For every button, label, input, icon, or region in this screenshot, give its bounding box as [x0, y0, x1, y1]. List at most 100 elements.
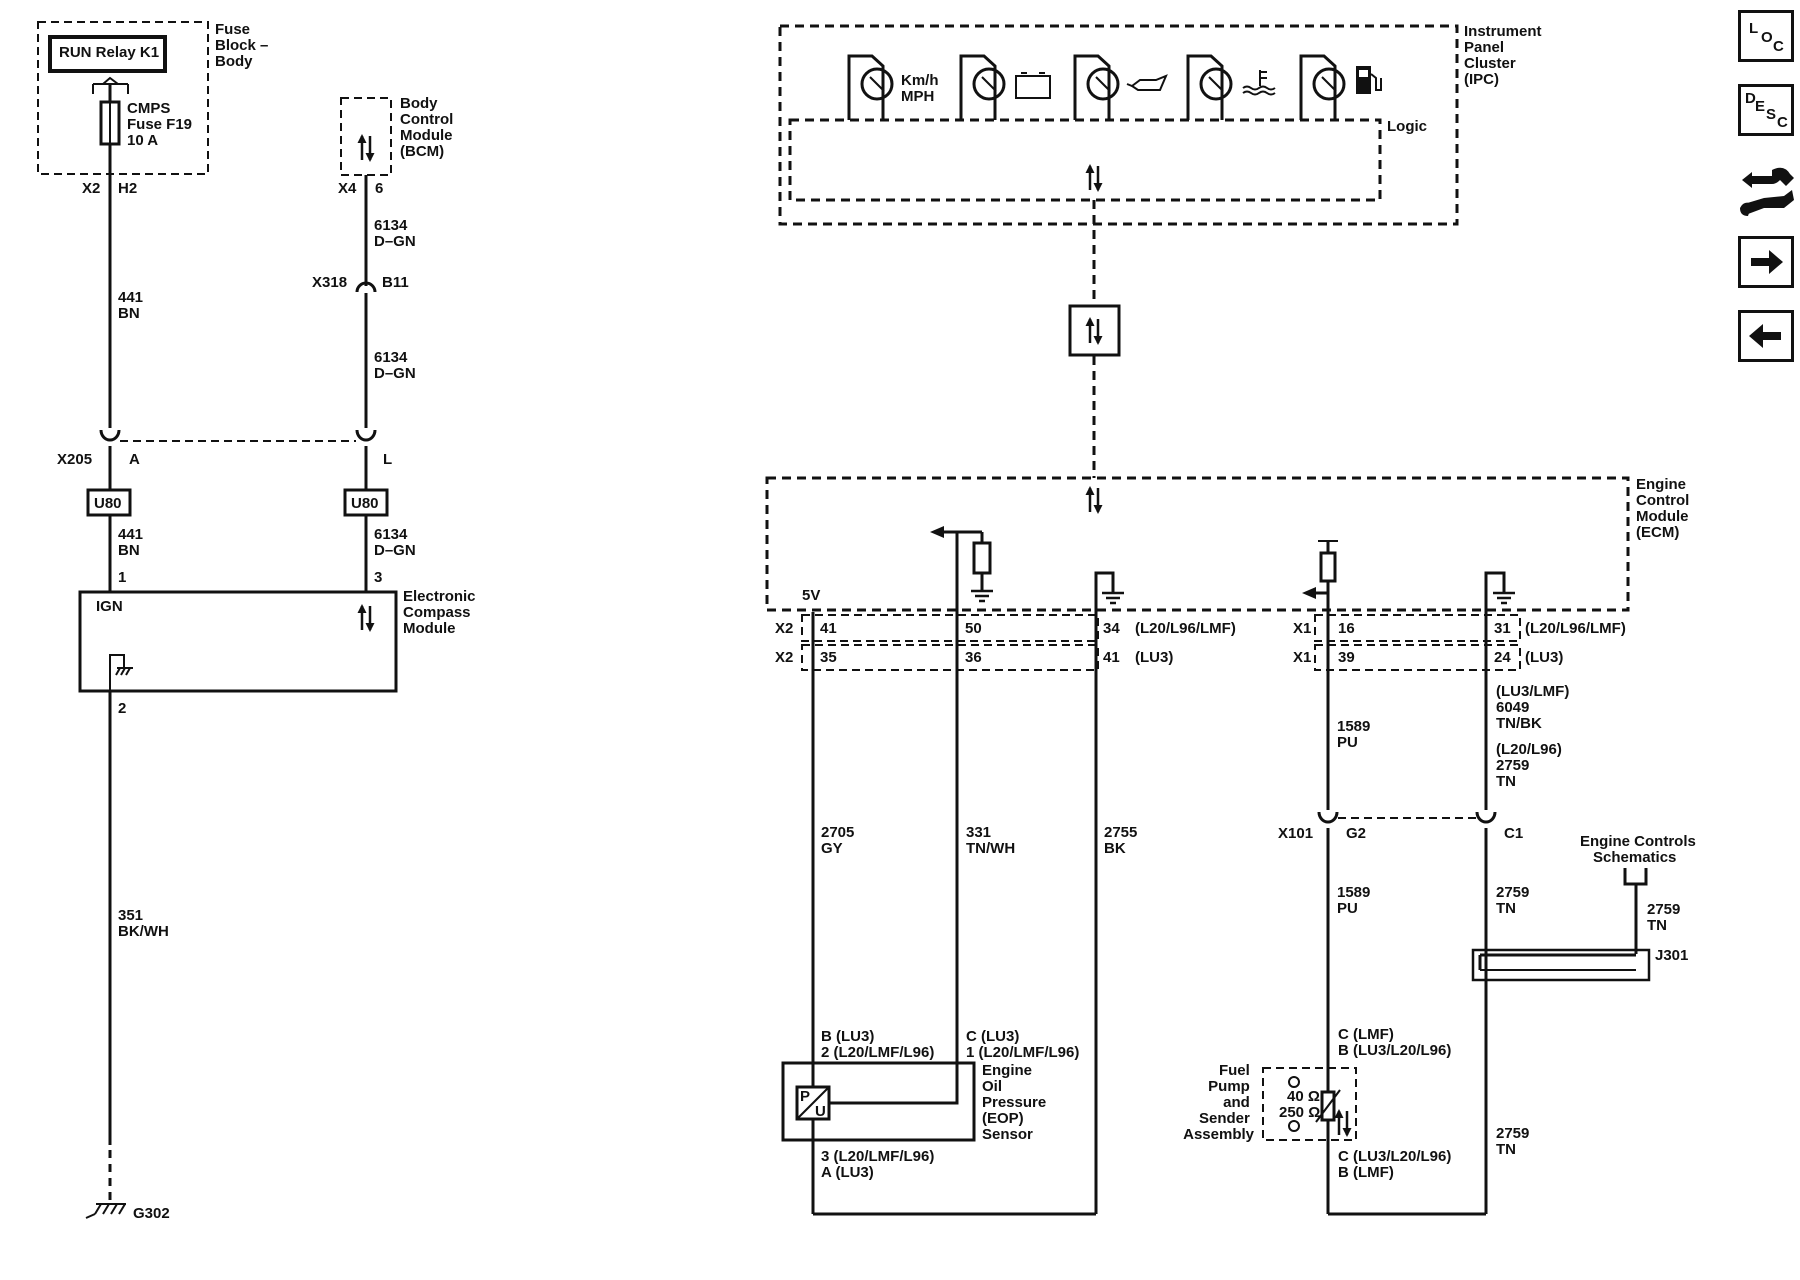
x101-pin-c1: C1: [1504, 825, 1523, 842]
fuel-level-pullup-icon: [1302, 540, 1338, 615]
row2-opt: (LU3): [1135, 649, 1173, 666]
row4-p1: 39: [1338, 649, 1355, 666]
electronic-compass-module: IGN Electronic Compass Module: [78, 588, 480, 693]
eop-u-letter: U: [815, 1103, 826, 1120]
x101-conn-label: X101: [1278, 825, 1313, 842]
bcm-title: Body Control Module (BCM): [400, 95, 458, 160]
coolant-temp-gauge-icon: [1186, 54, 1276, 120]
wire-6134-bot: 6134 D–GN: [374, 526, 416, 559]
x101-pin-g2: G2: [1346, 825, 1366, 842]
bcm-pin: 6: [375, 180, 383, 197]
x205-pin-l: L: [383, 451, 392, 468]
wire-6134-mid: 6134 D–GN: [374, 349, 416, 382]
desc-letter-s: S: [1766, 106, 1776, 123]
ground-g302-icon: [85, 1203, 126, 1219]
row1-opt: (L20/L96/LMF): [1135, 620, 1236, 637]
ecm-ground-2-icon: [1484, 571, 1517, 615]
compass-ign-label: IGN: [96, 598, 123, 615]
x205-conn-label: X205: [57, 451, 92, 468]
eop-p-letter: P: [800, 1088, 810, 1105]
fuel-bottom-pin-label: C (LU3/L20/L96) B (LMF): [1338, 1148, 1456, 1181]
x205-connector: X205 A L: [57, 428, 392, 490]
row3-p1: 16: [1338, 620, 1355, 637]
row1-conn: X2: [775, 620, 793, 637]
wire-1589-top: 1589 PU: [1337, 718, 1375, 751]
row1-p2: 50: [965, 620, 982, 637]
desc-letter-d: D: [1745, 90, 1756, 107]
wire-331: 331 TN/WH: [966, 824, 1015, 857]
next-page-button[interactable]: [1738, 236, 1794, 288]
wire-6134-top: 6134 D–GN: [374, 217, 416, 250]
relay-label: RUN Relay K1: [59, 44, 159, 61]
compass-pin-2: 2: [118, 700, 126, 717]
loc-letter-l: L: [1749, 20, 1758, 37]
eop-bottom-pin-label: 3 (L20/LMF/L96) A (LU3): [821, 1148, 939, 1181]
serial-data-link-icon: [1068, 304, 1121, 357]
repair-tools-icon[interactable]: [1738, 160, 1796, 224]
location-view-button[interactable]: L O C: [1738, 10, 1794, 62]
compass-title: Electronic Compass Module: [403, 588, 480, 637]
arrow-right-icon: [1751, 250, 1783, 274]
x205-pin-a: A: [129, 451, 140, 468]
ecm-title: Engine Control Module (ECM): [1636, 476, 1694, 541]
ecm-5v-label: 5V: [802, 587, 820, 604]
bcm-module: Body Control Module (BCM) X4 6: [338, 95, 458, 197]
compass-pin-1: 1: [118, 569, 126, 586]
wire-2759-top: (L20/L96) 2759 TN: [1496, 741, 1566, 790]
desc-letter-c: C: [1777, 114, 1788, 131]
desc-letter-e: E: [1755, 98, 1765, 115]
relay-contact-icon: [92, 76, 129, 102]
option-box-u80-a: U80: [94, 495, 122, 512]
eop-signal-pullup-icon: [930, 526, 995, 1065]
row1-p1: 41: [820, 620, 837, 637]
arrow-left-icon: [1749, 324, 1781, 348]
x101-connector: X101 G2 C1: [1278, 810, 1523, 842]
speedometer-gauge-icon: [847, 54, 894, 120]
fuel-pump-sender-assembly: 40 Ω 250 Ω: [1262, 1067, 1357, 1141]
previous-page-button[interactable]: [1738, 310, 1794, 362]
ipc-logic-label: Logic: [1387, 118, 1427, 135]
ipc-title: Instrument Panel Cluster (IPC): [1464, 23, 1546, 88]
wire-1589-bot: 1589 PU: [1337, 884, 1375, 917]
row2-conn: X2: [775, 649, 793, 666]
row4-p2: 24: [1494, 649, 1511, 666]
x318-conn-label: X318: [312, 274, 347, 291]
bcm-connector: X4: [338, 180, 357, 197]
row2-p1: 35: [820, 649, 837, 666]
engine-controls-link[interactable]: Engine Controls Schematics: [1580, 833, 1700, 866]
splice-j301-icon: [1471, 948, 1651, 982]
x318-connector-icon: [355, 281, 377, 294]
ipc-speed-label: Km/h MPH: [901, 72, 943, 105]
wire-441-bot: 441 BN: [118, 526, 147, 559]
wire-2759-ec: 2759 TN: [1647, 901, 1685, 934]
description-view-button[interactable]: D E S C: [1738, 84, 1794, 136]
ecm-connector-x2-rows: X2 41 50 34 (L20/L96/LMF) X2 35 36 41 (L…: [775, 614, 1236, 671]
wire-2759-mid: 2759 TN: [1496, 884, 1534, 917]
wire-2759-bot: 2759 TN: [1496, 1125, 1534, 1158]
row4-opt: (LU3): [1525, 649, 1563, 666]
fuel-c-pin-label: C (LMF) B (LU3/L20/L96): [1338, 1026, 1451, 1059]
ecm-low-reference-icon: [1094, 571, 1126, 615]
row3-conn: X1: [1293, 620, 1311, 637]
wire-2705: 2705 GY: [821, 824, 859, 857]
option-box-u80-b: U80: [351, 495, 379, 512]
wire-441-top: 441 BN: [118, 289, 147, 322]
wire-351: 351 BK/WH: [118, 907, 169, 940]
fuel-r2-label: 250 Ω: [1279, 1104, 1320, 1121]
compass-pin-3: 3: [374, 569, 382, 586]
loc-letter-c: C: [1773, 38, 1784, 55]
fuel-r1-label: 40 Ω: [1287, 1088, 1320, 1105]
x318-pin-label: B11: [382, 274, 409, 291]
row1-p3: 34: [1103, 620, 1120, 637]
row2-p3: 41: [1103, 649, 1120, 666]
eop-c-pin-label: C (LU3) 1 (L20/LMF/L96): [966, 1028, 1079, 1061]
splice-j301-label: J301: [1655, 947, 1688, 964]
fuse-f19-label: CMPS Fuse F19 10 A: [127, 100, 196, 149]
eop-title: Engine Oil Pressure (EOP) Sensor: [982, 1062, 1050, 1143]
fuse-block-connector: X2: [82, 180, 100, 197]
fuse-block-body: RUN Relay K1 Fuse Block – Body CMPS Fuse…: [37, 21, 268, 197]
row3-p2: 31: [1494, 620, 1511, 637]
instrument-panel-cluster: Instrument Panel Cluster (IPC) Logic Km/…: [778, 23, 1546, 226]
eop-b-pin-label: B (LU3) 2 (L20/LMF/L96): [821, 1028, 934, 1061]
